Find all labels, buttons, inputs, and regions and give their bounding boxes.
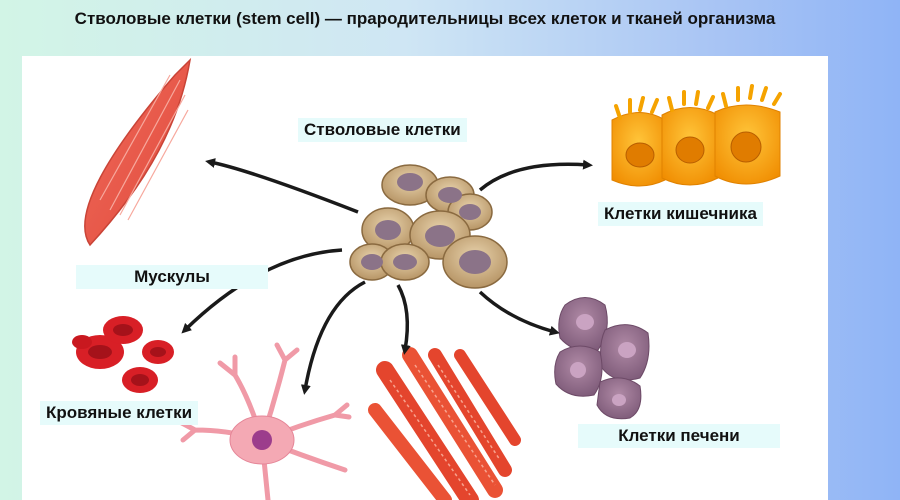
arrow-to-neuron	[300, 280, 366, 395]
liver-cells-illustration	[554, 297, 650, 420]
neuron-illustration	[177, 342, 352, 500]
stem-cell-cluster-illustration	[349, 164, 508, 289]
label-blood-cells: Кровяные клетки	[40, 401, 199, 425]
arrow-to-blood	[181, 248, 343, 334]
label-liver-cells: Клетки печени	[578, 424, 780, 448]
muscle-illustration	[84, 57, 192, 247]
muscle-fibers-illustration	[368, 347, 521, 500]
arrow-to-muscle	[205, 158, 359, 214]
arrow-to-muscle-fibers	[396, 284, 411, 355]
intestine-cells-illustration	[611, 84, 782, 187]
arrow-to-intestine	[478, 159, 593, 192]
blood-cells-illustration	[72, 316, 174, 393]
label-stem-cells: Стволовые клетки	[298, 118, 467, 142]
label-intestine-cells: Клетки кишечника	[598, 202, 763, 226]
page-title: Стволовые клетки (stem cell) — прародите…	[74, 9, 776, 28]
label-muscle: Мускулы	[76, 265, 268, 289]
arrow-to-liver	[478, 290, 560, 336]
